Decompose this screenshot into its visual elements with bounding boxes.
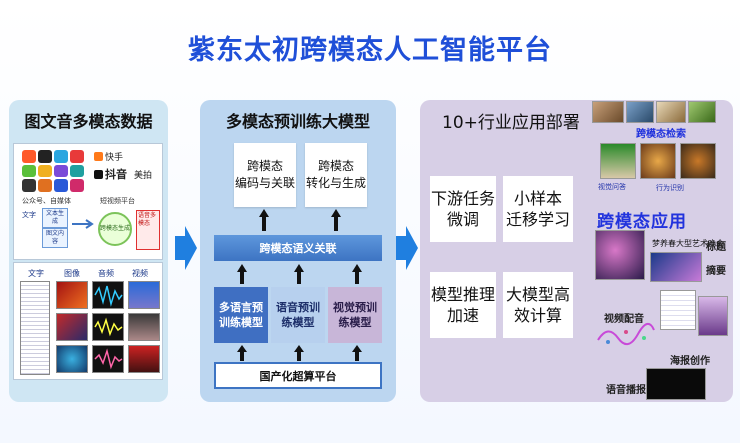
poster-text-thumb [660, 290, 696, 330]
collage-photo [626, 101, 654, 123]
up-arrow-icon [294, 345, 304, 361]
cross-modal-app-title: 跨模态应用 [597, 212, 687, 232]
page-title: 紫东太初跨模态人工智能平台 [188, 35, 552, 66]
vqa-label: 视觉问答 [598, 183, 626, 191]
up-arrow-icon [352, 345, 362, 361]
poster-creation-label: 海报创作 [670, 356, 710, 367]
video-dubbing-label: 视频配音 [604, 314, 644, 325]
stage-photo [595, 230, 645, 280]
task-efficient-box: 大模型高 效计算 [503, 272, 573, 338]
flow-arrow-icon [72, 219, 94, 229]
title-label: 标题 [706, 242, 726, 253]
broadcast-video-thumb [646, 368, 706, 400]
up-arrow-icon [294, 264, 304, 284]
task-finetune-box: 下游任务 微调 [430, 176, 496, 242]
concert-photo [650, 252, 702, 282]
text-docs-thumb [20, 281, 50, 375]
short-video-label: 短视频平台 [100, 197, 135, 205]
audio-thumb-2 [92, 313, 124, 341]
task-inference-box: 模型推理 加速 [430, 272, 496, 338]
supercomputing-platform-bar: 国产化超算平台 [214, 362, 382, 389]
video-thumb-3 [128, 345, 160, 373]
audio-thumb-3 [92, 345, 124, 373]
up-arrow-icon [259, 209, 269, 231]
speech-model-box: 语音预训练模型 [271, 287, 325, 343]
speech-multimodal-box: 语音多模态 [136, 210, 160, 250]
app-icon-grid [22, 150, 84, 192]
media-col-video: 视频 [132, 269, 148, 278]
voice-broadcast-label: 语音播报 [606, 385, 646, 396]
cross-modal-generate-box: 跨模态 转化与生成 [305, 143, 367, 207]
chip-image-text: 图文内容 [42, 228, 68, 248]
pizza-photo [680, 143, 716, 179]
text-label: 文字 [22, 211, 36, 219]
tennis-photo [600, 143, 636, 179]
application-panel-title: 10+行业应用部署 [442, 113, 580, 133]
douyin-brand: 抖音 [94, 166, 127, 182]
collage-photo [656, 101, 686, 123]
image-thumb-2 [56, 313, 88, 341]
chip-text-gen: 文本生成 [42, 208, 68, 228]
video-thumb-2 [128, 313, 160, 341]
meipai-brand: 美拍 [134, 171, 153, 181]
task-fewshot-box: 小样本 迁移学习 [503, 176, 573, 242]
media-col-image: 图像 [64, 269, 80, 278]
food-photo [640, 143, 676, 179]
concert-label: 梦养春大型艺术晚会 [652, 239, 724, 248]
flow-arrow-right-icon-2 [396, 226, 418, 270]
up-arrow-icon [352, 264, 362, 284]
vision-model-box: 视觉预训练模型 [328, 287, 382, 343]
abstract-label: 摘要 [706, 266, 726, 277]
cross-modal-encode-box: 跨模态 编码与关联 [234, 143, 296, 207]
poster-photo [698, 296, 728, 336]
flow-arrow-right-icon [175, 226, 197, 270]
media-col-text: 文字 [28, 269, 44, 278]
data-panel-title: 图文音多模态数据 [24, 112, 153, 131]
image-thumb-3 [56, 345, 88, 373]
public-account-label: 公众号、自媒体 [22, 197, 71, 205]
apps-card: 快手 抖音 美拍 公众号、自媒体 短视频平台 文字 文本生成 图文内容 跨模态生… [13, 143, 163, 260]
collage-photo [592, 101, 624, 123]
model-panel-title: 多模态预训练大模型 [225, 112, 370, 131]
action-label: 行为识别 [656, 184, 684, 192]
image-thumb-1 [56, 281, 88, 309]
kuaishou-brand: 快手 [94, 150, 123, 163]
collage-photo [688, 101, 716, 123]
up-arrow-icon [331, 209, 341, 231]
up-arrow-icon [237, 345, 247, 361]
media-card: 文字 图像 音频 视频 [13, 262, 163, 380]
cross-modal-search-label: 跨模态检索 [636, 129, 686, 140]
media-col-audio: 音频 [98, 269, 114, 278]
sound-wave-icon [597, 323, 655, 345]
audio-thumb-1 [92, 281, 124, 309]
up-arrow-icon [237, 264, 247, 284]
multilingual-model-box: 多语言预训练模型 [214, 287, 268, 343]
video-thumb-1 [128, 281, 160, 309]
semantic-association-bar: 跨模态语义关联 [214, 235, 382, 261]
cross-modal-circle: 跨模态生成 [98, 212, 132, 246]
